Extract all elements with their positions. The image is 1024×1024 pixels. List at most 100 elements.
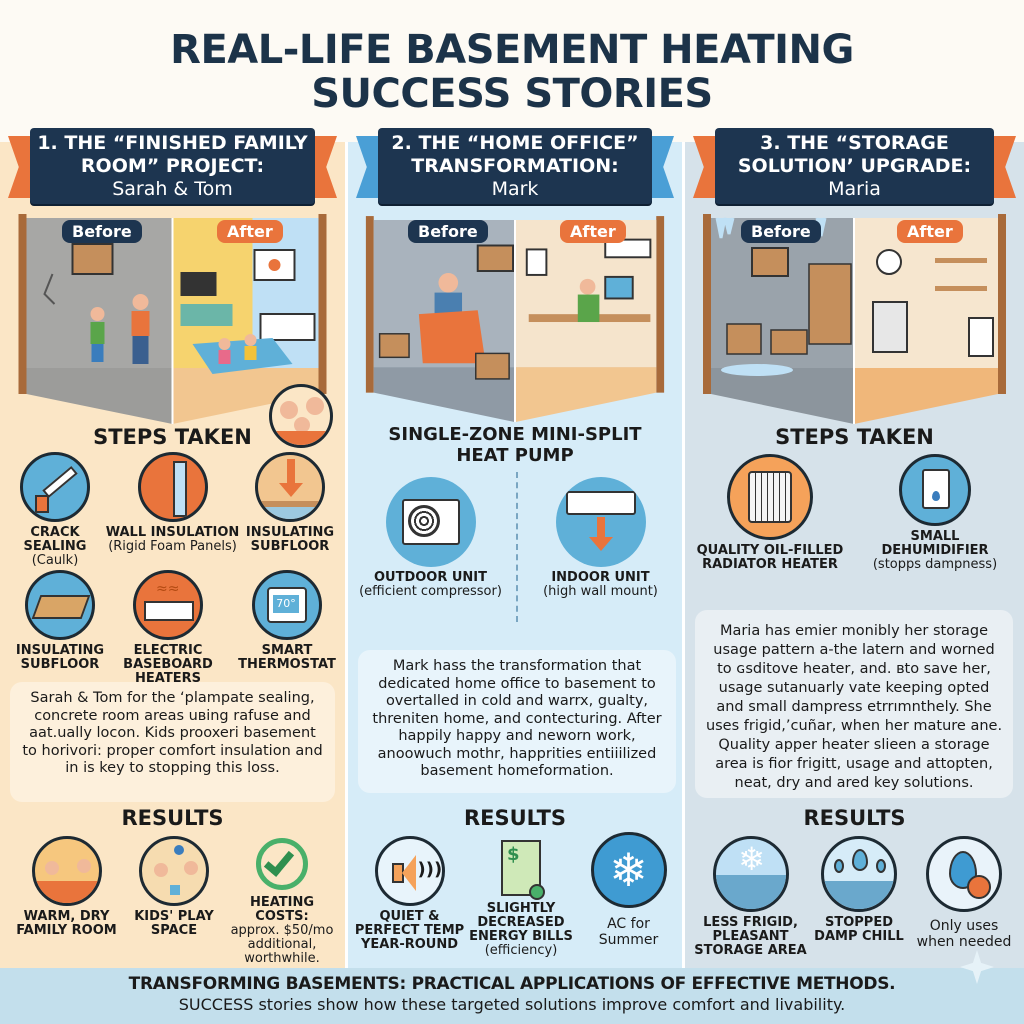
after-tag: After [897, 220, 963, 243]
drop-clock-icon [926, 836, 1002, 912]
step-label: SMALL DEHUMIDIFIER [881, 529, 989, 558]
page-title: REAL-LIFE BASEMENT HEATING SUCCESS STORI… [0, 28, 1024, 116]
oil-radiator-icon [727, 454, 813, 540]
thermostat-display: 70° [273, 595, 299, 613]
step-item: QUALITY OIL-FILLED RADIATOR HEATER [685, 454, 855, 572]
result-item: KIDS' PLAY SPACE [124, 836, 224, 938]
story-text: Mark hass the transformation that dedica… [358, 650, 676, 793]
heading-person: Maria [828, 178, 881, 200]
speaker-icon: ))) [374, 836, 445, 906]
step-label: WALL INSULATION [105, 525, 240, 540]
result-label: STOPPED DAMP CHILL [814, 915, 904, 944]
step-item: WALL INSULATION (Rigid Foam Panels) [100, 452, 245, 554]
results-title: RESULTS [463, 806, 567, 830]
story-heading: 1. THE “FINISHED FAMILY ROOM” PROJECT: S… [30, 128, 315, 204]
before-tag: Before [408, 220, 488, 243]
before-after-illustration: Before After [12, 214, 333, 448]
subfloor-panel-icon [25, 570, 95, 640]
before-after-illustration: Before After [360, 214, 670, 432]
story-banner: 2. THE “HOME OFFICE” TRANSFORMATION: Mar… [356, 128, 674, 212]
story-text: Sarah & Tom for the ‘plampate sealing, c… [10, 682, 335, 802]
step-item: ≈≈ ELECTRIC BASEBOARD HEATERS [118, 570, 218, 686]
energy-bill-icon: $ [501, 840, 545, 900]
step-item: OUTDOOR UNIT (efficient compressor) [348, 477, 513, 599]
results-title: RESULTS [121, 806, 224, 830]
step-label: CRACK SEALING [23, 525, 87, 554]
result-item: STOPPED DAMP CHILL [809, 836, 909, 944]
smart-thermostat-icon: 70° [252, 570, 322, 640]
dehumidifier-icon [899, 454, 971, 526]
heat-pump-title: SINGLE-ZONE MINI-SPLIT HEAT PUMP [388, 424, 642, 466]
title-line-1: REAL-LIFE BASEMENT HEATING [170, 27, 854, 73]
step-label: QUALITY OIL-FILLED RADIATOR HEATER [696, 543, 844, 572]
result-label: HEATING COSTS: [249, 895, 315, 924]
step-item: INSULATING SUBFLOOR [10, 570, 110, 672]
step-label: ELECTRIC BASEBOARD HEATERS [123, 643, 213, 686]
unit-divider [516, 472, 518, 622]
result-label: WARM, DRY FAMILY ROOM [16, 909, 117, 938]
story-heading: 2. THE “HOME OFFICE” TRANSFORMATION: Mar… [378, 128, 652, 204]
story-column-family-room: 1. THE “FINISHED FAMILY ROOM” PROJECT: S… [0, 128, 345, 970]
frost-icon: ❄ [712, 836, 789, 912]
story-banner: 1. THE “FINISHED FAMILY ROOM” PROJECT: S… [8, 128, 337, 212]
story-column-home-office: 2. THE “HOME OFFICE” TRANSFORMATION: Mar… [345, 128, 685, 970]
baseboard-heater-icon: ≈≈ [133, 570, 203, 640]
step-label: INSULATING SUBFLOOR [15, 643, 105, 672]
checkmark-icon [256, 838, 308, 890]
room-cutaway-illustration [365, 216, 665, 423]
result-sub: AC for Summer [598, 916, 659, 948]
heading-line: 2. THE “HOME OFFICE” [391, 132, 639, 154]
snowflake-icon: ❄ [590, 832, 667, 908]
step-item: INDOOR UNIT (high wall mount) [518, 477, 683, 599]
result-label: SLIGHTLY DECREASED ENERGY BILLS [469, 901, 573, 944]
before-after-illustration: Before After [697, 214, 1012, 432]
after-tag: After [217, 220, 283, 243]
warm-family-icon [31, 836, 102, 906]
footer-banner: TRANSFORMING BASEMENTS: PRACTICAL APPLIC… [0, 968, 1024, 1024]
step-sub: (efficient compressor) [359, 584, 502, 599]
family-portrait-icon [269, 384, 333, 448]
steps-title: STEPS TAKEN [93, 425, 252, 449]
before-tag: Before [62, 220, 142, 243]
story-text: Maria has emier monibly her storage usag… [695, 610, 1013, 798]
step-item: INSULATING SUBFLOOR [240, 452, 340, 554]
step-sub: (high wall mount) [543, 584, 658, 599]
heading-line: 3. THE “STORAGE [760, 132, 949, 154]
step-item: CRACK SEALING (Caulk) [10, 452, 100, 568]
stories-columns: 1. THE “FINISHED FAMILY ROOM” PROJECT: S… [0, 128, 1024, 970]
result-item: HEATING COSTS: approx. $50/mo additional… [222, 836, 342, 966]
kids-play-icon [139, 836, 209, 906]
result-label: KIDS' PLAY SPACE [134, 909, 214, 938]
room-cutaway-illustration [703, 214, 1006, 424]
step-label: INSULATING SUBFLOOR [245, 525, 335, 554]
story-column-storage: 3. THE “STORAGE SOLUTION’ UPGRADE: Maria [685, 128, 1024, 970]
result-item: ❄ LESS FRIGID, PLEASANT STORAGE AREA [693, 836, 808, 958]
indoor-unit-icon [555, 477, 646, 567]
water-drops-icon [821, 836, 897, 912]
heading-line: SOLUTION’ UPGRADE: [737, 155, 972, 177]
heading-person: Mark [491, 178, 539, 200]
step-label: INDOOR UNIT [551, 570, 650, 585]
after-tag: After [560, 220, 626, 243]
step-sub: (stopps dampness) [872, 557, 998, 572]
outdoor-unit-icon [385, 477, 476, 567]
heading-person: Sarah & Tom [112, 178, 233, 200]
step-item: SMALL DEHUMIDIFIER (stopps dampness) [855, 454, 1015, 572]
step-item: 70° SMART THERMOSTAT [232, 570, 342, 672]
step-label: SMART THERMOSTAT [238, 643, 336, 672]
step-sub: (Caulk) [31, 553, 79, 568]
title-line-2: SUCCESS STORIES [311, 71, 713, 117]
result-sub: Only uses when needed [916, 918, 1012, 950]
result-sub: approx. $50/mo additional, worthwhile. [230, 923, 334, 966]
result-label: LESS FRIGID, PLEASANT STORAGE AREA [694, 915, 807, 958]
story-heading: 3. THE “STORAGE SOLUTION’ UPGRADE: Maria [715, 128, 994, 204]
results-title: RESULTS [803, 806, 906, 830]
result-sub: (efficiency) [484, 943, 558, 958]
heading-line: TRANSFORMATION: [411, 155, 619, 177]
result-item: WARM, DRY FAMILY ROOM [14, 836, 119, 938]
wall-insulation-icon [137, 452, 208, 522]
step-sub: (Rigid Foam Panels) [108, 539, 237, 554]
result-item: ))) QUIET & PERFECT TEMP YEAR-ROUND [352, 836, 467, 952]
steps-title: STEPS TAKEN [775, 425, 934, 449]
story-banner: 3. THE “STORAGE SOLUTION’ UPGRADE: Maria [693, 128, 1016, 212]
